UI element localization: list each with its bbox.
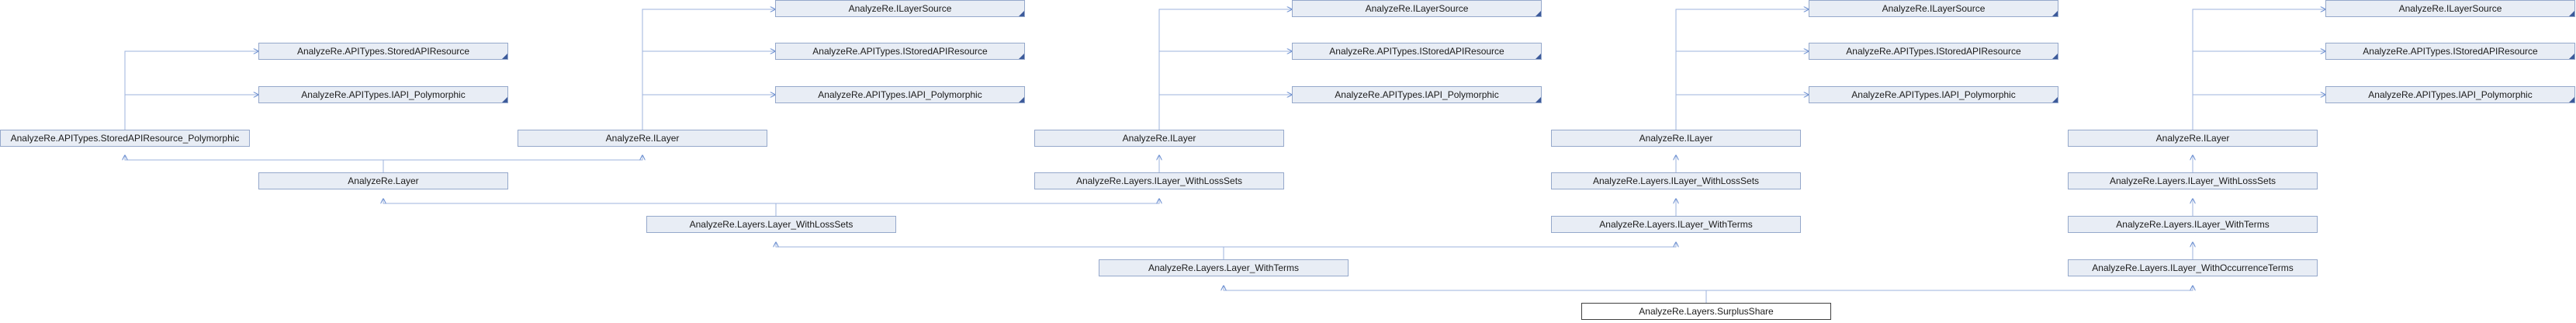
edge-ilayer3-to-iapi: [1158, 95, 1292, 138]
edge-ilayer4-to-ils: [1675, 9, 1809, 138]
node-ilayer-source[interactable]: AnalyzeRe.ILayerSource: [775, 0, 1025, 17]
node-layer-with-loss-sets[interactable]: AnalyzeRe.Layers.Layer_WithLossSets: [646, 216, 896, 233]
node-ilayer[interactable]: AnalyzeRe.ILayer: [1034, 130, 1284, 147]
edge-ilayer2-to-ils: [642, 9, 775, 138]
node-ilayer-source[interactable]: AnalyzeRe.ILayerSource: [1292, 0, 1542, 17]
edge-lwls-to-ilwls3: [776, 199, 1159, 204]
edge-layer-to-ilayer: [383, 155, 642, 161]
node-ilayer-with-terms[interactable]: AnalyzeRe.Layers.ILayer_WithTerms: [1551, 216, 1801, 233]
node-iapi-polymorphic[interactable]: AnalyzeRe.APITypes.IAPI_Polymorphic: [1292, 86, 1542, 103]
edge-sarp-to-iapi: [124, 95, 258, 138]
node-layer-with-terms[interactable]: AnalyzeRe.Layers.Layer_WithTerms: [1099, 259, 1349, 276]
node-ilayer-source[interactable]: AnalyzeRe.ILayerSource: [1809, 0, 2058, 17]
edge-lwt-to-ilwt4: [1224, 242, 1676, 248]
node-ilayer-with-occurrence-terms[interactable]: AnalyzeRe.Layers.ILayer_WithOccurrenceTe…: [2068, 259, 2318, 276]
edge-lwt-to-lwls: [776, 242, 1224, 259]
node-istored-api-resource[interactable]: AnalyzeRe.APITypes.IStoredAPIResource: [775, 43, 1025, 60]
edge-ilayer5-to-iapi: [2192, 95, 2325, 138]
node-ilayer-with-terms[interactable]: AnalyzeRe.Layers.ILayer_WithTerms: [2068, 216, 2318, 233]
edge-ilayer4-to-iapi: [1675, 95, 1809, 138]
node-iapi-polymorphic[interactable]: AnalyzeRe.APITypes.IAPI_Polymorphic: [775, 86, 1025, 103]
node-iapi-polymorphic[interactable]: AnalyzeRe.APITypes.IAPI_Polymorphic: [2325, 86, 2575, 103]
node-ilayer-with-loss-sets[interactable]: AnalyzeRe.Layers.ILayer_WithLossSets: [2068, 172, 2318, 189]
node-ilayer-with-loss-sets[interactable]: AnalyzeRe.Layers.ILayer_WithLossSets: [1034, 172, 1284, 189]
edge-layer-to-sarp: [125, 155, 384, 172]
edge-surplus-to-ilwot5: [1706, 286, 2193, 291]
edge-ilayer3-to-ils: [1158, 9, 1292, 138]
node-istored-api-resource[interactable]: AnalyzeRe.APITypes.IStoredAPIResource: [1809, 43, 2058, 60]
node-iapi-polymorphic[interactable]: AnalyzeRe.APITypes.IAPI_Polymorphic: [1809, 86, 2058, 103]
node-ilayer[interactable]: AnalyzeRe.ILayer: [518, 130, 767, 147]
edge-ilayer5-to-ils: [2192, 9, 2325, 138]
node-ilayer[interactable]: AnalyzeRe.ILayer: [2068, 130, 2318, 147]
node-ilayer[interactable]: AnalyzeRe.ILayer: [1551, 130, 1801, 147]
edge-lwls-to-layer: [383, 199, 777, 216]
node-stored-api-resource-polymorphic[interactable]: AnalyzeRe.APITypes.StoredAPIResource_Pol…: [0, 130, 250, 147]
node-ilayer-with-loss-sets[interactable]: AnalyzeRe.Layers.ILayer_WithLossSets: [1551, 172, 1801, 189]
node-iapi-polymorphic[interactable]: AnalyzeRe.APITypes.IAPI_Polymorphic: [258, 86, 508, 103]
node-layer[interactable]: AnalyzeRe.Layer: [258, 172, 508, 189]
edge-surplus-to-lwt: [1224, 286, 1707, 303]
node-surplus-share[interactable]: AnalyzeRe.Layers.SurplusShare: [1581, 303, 1831, 320]
node-stored-api-resource[interactable]: AnalyzeRe.APITypes.StoredAPIResource: [258, 43, 508, 60]
node-ilayer-source[interactable]: AnalyzeRe.ILayerSource: [2325, 0, 2575, 17]
edge-ilayer2-to-iapi: [642, 95, 775, 138]
node-istored-api-resource[interactable]: AnalyzeRe.APITypes.IStoredAPIResource: [2325, 43, 2575, 60]
node-istored-api-resource[interactable]: AnalyzeRe.APITypes.IStoredAPIResource: [1292, 43, 1542, 60]
